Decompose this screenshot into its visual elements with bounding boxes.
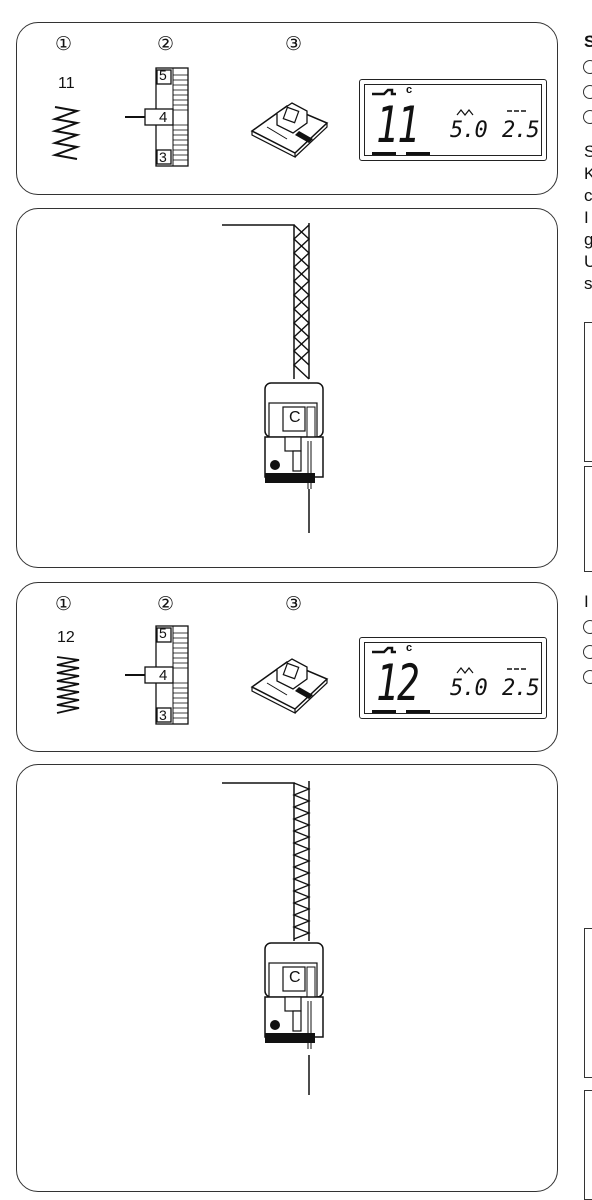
length-dash-icon — [507, 668, 527, 670]
lcd-width: 5.0 — [450, 676, 488, 701]
width-wave-icon — [456, 667, 474, 674]
lcd-stitch-number: 12 — [376, 654, 420, 712]
right-line-5: g — [584, 230, 592, 249]
right-column-cropped: S S K c I g U s I — [578, 0, 592, 1200]
lcd-underline-1 — [372, 152, 396, 155]
foot-indicator-icon — [372, 646, 396, 654]
lcd-frame — [364, 642, 542, 714]
right-circle-1 — [583, 60, 592, 74]
lcd-frame — [364, 84, 542, 156]
right-line-4: I — [584, 208, 589, 227]
right-line-1: S — [584, 142, 592, 161]
right-box-4 — [584, 1090, 592, 1200]
label-2: ② — [157, 33, 175, 55]
stitch-number: 12 — [57, 629, 75, 646]
right-box-3 — [584, 928, 592, 1078]
right-circle-6 — [583, 670, 592, 684]
dial-bot: 3 — [159, 149, 167, 165]
lcd-underline-1 — [372, 710, 396, 713]
lcd-underline-2 — [406, 152, 430, 155]
stitch-settings-panel-2: ① ② ③ 12 5 4 3 C — [16, 582, 558, 752]
lcd-display: C 11 5.0 2.5 — [359, 79, 547, 161]
foot-letter: C — [289, 969, 301, 986]
right-heading-2: I — [584, 592, 589, 611]
lcd-display: C 12 5.0 2.5 — [359, 637, 547, 719]
stitch-settings-panel-1: ① ② ③ 11 5 4 3 — [16, 22, 558, 195]
dial-bot: 3 — [159, 707, 167, 723]
length-dash-icon — [507, 110, 527, 112]
foot-outline-icon — [264, 942, 324, 1049]
lcd-foot-label: C — [406, 84, 413, 96]
width-wave-icon — [456, 109, 474, 116]
dial-top: 5 — [159, 625, 167, 641]
right-circle-3 — [583, 110, 592, 124]
dial-top: 5 — [159, 67, 167, 83]
right-line-6: U — [584, 252, 592, 271]
label-1: ① — [55, 33, 73, 55]
right-circle-2 — [583, 85, 592, 99]
presser-foot-c: C — [263, 941, 325, 1049]
presser-foot-icon — [250, 658, 329, 714]
right-circle-4 — [583, 620, 592, 634]
right-box-2 — [584, 466, 592, 572]
lcd-width: 5.0 — [450, 118, 488, 143]
dial-mid: 4 — [159, 109, 168, 126]
label-3: ③ — [285, 33, 303, 55]
right-box-1 — [584, 322, 592, 462]
dial-scale-icon — [125, 625, 189, 725]
right-line-7: s — [584, 274, 592, 293]
right-line-3: c — [584, 186, 592, 205]
lcd-length: 2.5 — [502, 676, 540, 701]
lcd-foot-label: C — [406, 642, 413, 654]
foot-outline-icon — [264, 382, 324, 489]
stitch-number: 11 — [58, 75, 75, 92]
dial-mid: 4 — [159, 667, 168, 684]
stitch-width-dial: 5 4 3 — [125, 625, 195, 725]
zigzag-stitch-icon — [51, 106, 81, 160]
stitch-width-dial: 5 4 3 — [125, 67, 195, 167]
lcd-stitch-number: 11 — [376, 96, 420, 154]
lcd-length: 2.5 — [502, 118, 540, 143]
sewing-illustration-panel-1: C — [16, 208, 558, 568]
right-circle-5 — [583, 645, 592, 659]
right-heading: S — [584, 32, 592, 51]
double-zigzag-stitch-icon — [56, 656, 80, 714]
presser-foot-icon — [250, 102, 329, 158]
lcd-underline-2 — [406, 710, 430, 713]
foot-letter: C — [289, 409, 301, 426]
label-2: ② — [157, 593, 175, 615]
dial-scale-icon — [125, 67, 189, 167]
label-3: ③ — [285, 593, 303, 615]
overcast-seam-illustration — [222, 223, 311, 533]
foot-indicator-icon — [372, 88, 396, 96]
double-overcast-seam-illustration — [222, 781, 311, 1095]
presser-foot-c: C — [263, 381, 325, 489]
label-1: ① — [55, 593, 73, 615]
right-line-2: K — [584, 164, 592, 183]
sewing-illustration-panel-2: C — [16, 764, 558, 1192]
